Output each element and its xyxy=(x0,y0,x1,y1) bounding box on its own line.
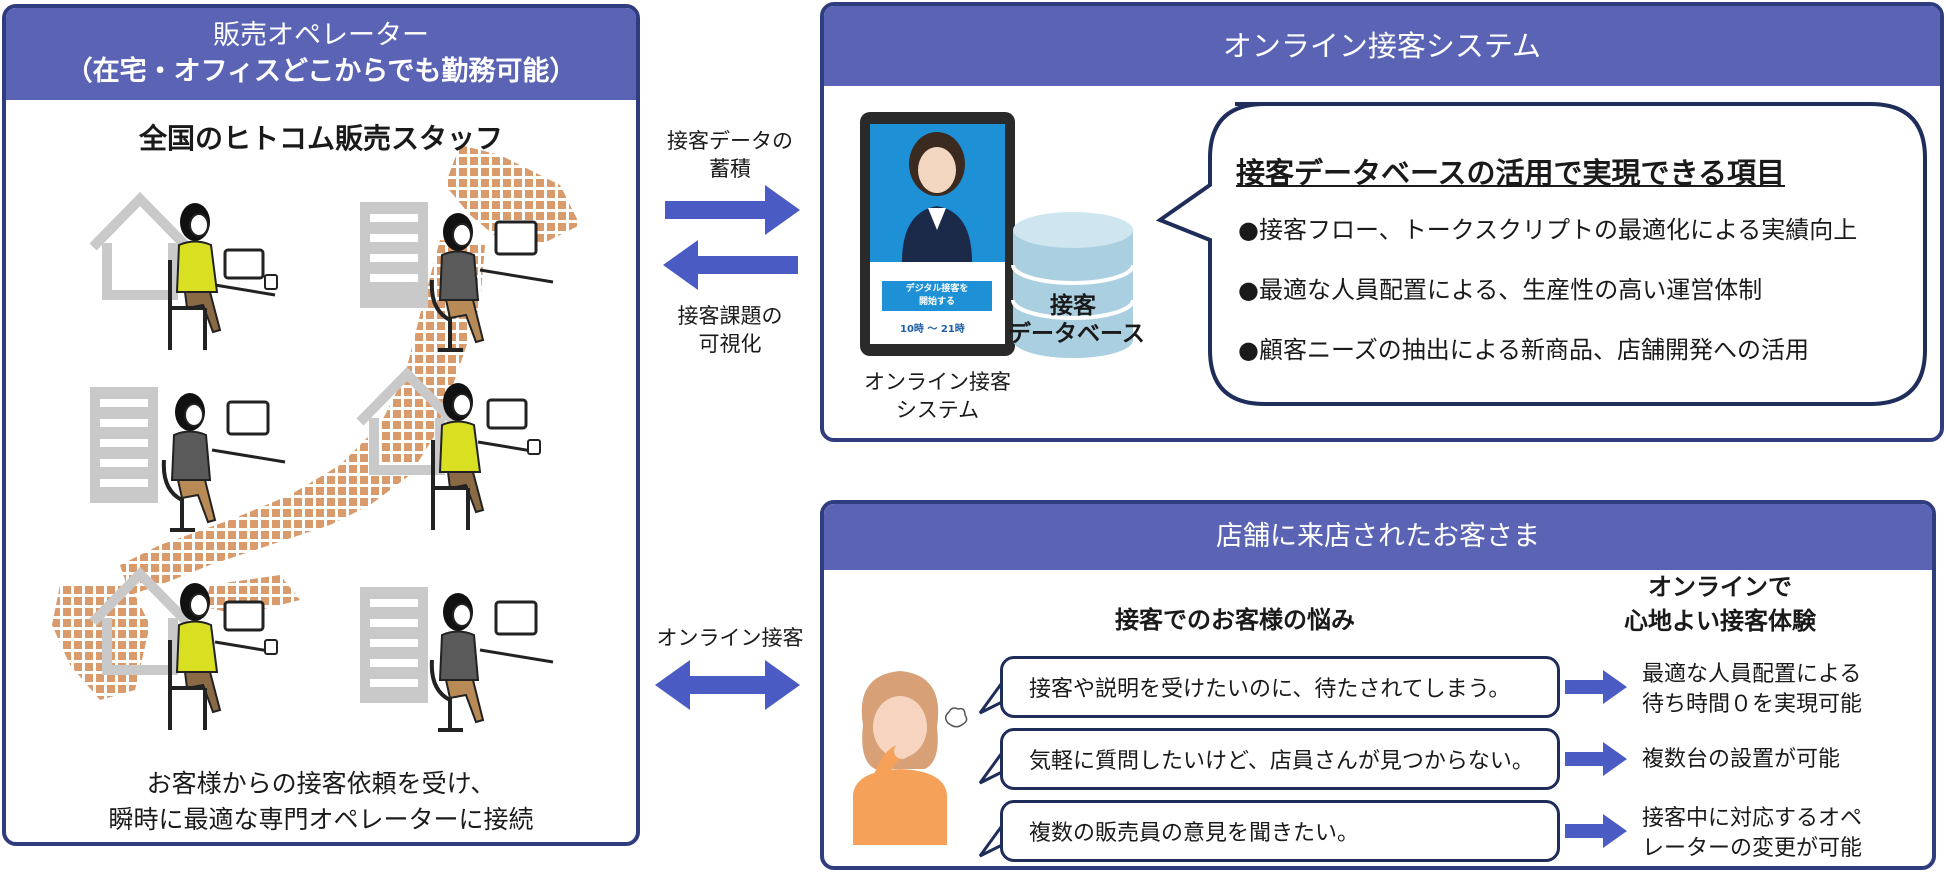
worker-woman-gray-icon xyxy=(429,213,554,352)
system-panel-title: オンライン接客システム xyxy=(1222,29,1542,63)
arrow-right-icon xyxy=(665,185,800,235)
database-label: 接客 データベース xyxy=(1008,292,1145,348)
data-accumulation-label: 接客データの 蓄積 xyxy=(650,127,810,183)
worker-woman-yellow-icon xyxy=(168,203,278,350)
callout-item-3: ●顧客ニーズの抽出による新商品、店舗開発への活用 xyxy=(1238,336,1810,364)
home-icon xyxy=(89,191,191,300)
office-building-icon xyxy=(90,387,158,503)
operator-footer-line2: 瞬時に最適な専門オペレーターに接続 xyxy=(108,805,534,834)
database-label-line2: データベース xyxy=(1008,321,1145,347)
issue-visualization-label-line2: 可視化 xyxy=(698,332,762,356)
operator-panel-title: 販売オペレーター xyxy=(213,20,429,51)
concern-bubble-2: 気軽に質問したいけど、店員さんが見つからない。 xyxy=(1000,728,1560,790)
tablet-caption-line1: オンライン接客 xyxy=(864,370,1011,394)
data-accumulation-label-line1: 接客データの xyxy=(667,129,793,153)
solution-3-line2: レーターの変更が可能 xyxy=(1642,836,1863,861)
home-icon xyxy=(356,366,458,475)
solution-2-line1: 複数台の設置が可能 xyxy=(1642,747,1841,772)
callout-bubble-shape xyxy=(1155,102,1927,406)
solution-1-line2: 待ち時間０を実現可能 xyxy=(1642,692,1863,717)
data-accumulation-label-line2: 蓄積 xyxy=(709,157,751,181)
system-panel-header: オンライン接客システム xyxy=(824,6,1940,86)
worker-woman-yellow-icon xyxy=(431,383,541,530)
concerns-heading: 接客でのお客様の悩み xyxy=(1115,606,1355,634)
office-building-icon xyxy=(360,587,428,703)
online-service-label: オンライン接客 xyxy=(656,626,804,650)
home-icon xyxy=(89,566,191,675)
solution-1: 最適な人員配置による 待ち時間０を実現可能 xyxy=(1642,660,1862,720)
avatar-woman-icon xyxy=(902,132,972,262)
tablet-screen: デジタル接客を 開始する 10時 ～ 21時 xyxy=(870,124,1005,344)
operator-panel-header: 販売オペレーター （在宅・オフィスどこからでも勤務可能） xyxy=(6,8,636,100)
issue-visualization-label-line1: 接客課題の xyxy=(677,304,783,328)
thought-cloud-icon xyxy=(945,707,968,728)
tablet-start-button-line2: 開始する xyxy=(918,297,955,307)
callout-item-2: ●最適な人員配置による、生産性の高い運営体制 xyxy=(1238,276,1763,304)
concern-text-3: 複数の販売員の意見を聞きたい。 xyxy=(1029,821,1360,846)
solutions-heading: オンラインで 心地よい接客体験 xyxy=(1600,570,1840,638)
tablet-caption-line2: システム xyxy=(895,398,980,422)
callout-item-1: ●接客フロー、トークスクリプトの最適化による実績向上 xyxy=(1238,216,1858,244)
arrow-right-icon xyxy=(1565,742,1627,776)
solution-3: 接客中に対応するオペ レーターの変更が可能 xyxy=(1642,804,1862,864)
concern-bubble-3: 複数の販売員の意見を聞きたい。 xyxy=(1000,800,1560,862)
arrow-bidirectional-icon xyxy=(655,660,800,710)
customer-woman-icon xyxy=(853,671,947,845)
arrow-right-icon xyxy=(1565,670,1627,704)
solutions-heading-line1: オンラインで xyxy=(1648,573,1792,601)
worker-woman-gray-icon xyxy=(161,393,286,532)
worker-woman-gray-icon xyxy=(429,593,554,732)
database-label-line1: 接客 xyxy=(1050,293,1096,319)
concern-text-2: 気軽に質問したいけど、店員さんが見つからない。 xyxy=(1029,749,1534,774)
store-panel-header: 店舗に来店されたお客さま xyxy=(824,504,1932,570)
concern-bubble-1: 接客や説明を受けたいのに、待たされてしまう。 xyxy=(1000,656,1560,718)
worker-woman-yellow-icon xyxy=(168,583,278,730)
tablet-avatar-area xyxy=(870,124,1005,262)
solution-1-line1: 最適な人員配置による xyxy=(1642,662,1862,687)
tablet-hours: 10時 ～ 21時 xyxy=(900,324,965,335)
issue-visualization-label: 接客課題の 可視化 xyxy=(650,302,810,358)
store-panel-title: 店舗に来店されたお客さま xyxy=(1216,521,1540,552)
solution-3-line1: 接客中に対応するオペ xyxy=(1642,806,1863,831)
callout-title: 接客データベースの活用で実現できる項目 xyxy=(1236,156,1785,190)
operator-panel-subtitle: （在宅・オフィスどこからでも勤務可能） xyxy=(65,56,577,87)
arrow-left-icon xyxy=(663,240,798,290)
tablet-caption: オンライン接客 システム xyxy=(845,368,1030,424)
database-icon xyxy=(1011,212,1135,358)
office-building-icon xyxy=(360,202,428,308)
tablet-start-button-line1: デジタル接客を xyxy=(905,284,969,294)
arrow-right-icon xyxy=(1565,814,1627,848)
concern-text-1: 接客や説明を受けたいのに、待たされてしまう。 xyxy=(1029,677,1511,702)
tablet-start-button[interactable]: デジタル接客を 開始する xyxy=(882,281,992,311)
solutions-heading-line2: 心地よい接客体験 xyxy=(1624,607,1816,635)
operator-footer-line1: お客様からの接客依頼を受け、 xyxy=(146,769,496,798)
solution-2: 複数台の設置が可能 xyxy=(1642,745,1840,775)
tablet-device: デジタル接客を 開始する 10時 ～ 21時 xyxy=(860,112,1015,356)
operator-heading: 全国のヒトコム販売スタッフ xyxy=(138,122,503,155)
